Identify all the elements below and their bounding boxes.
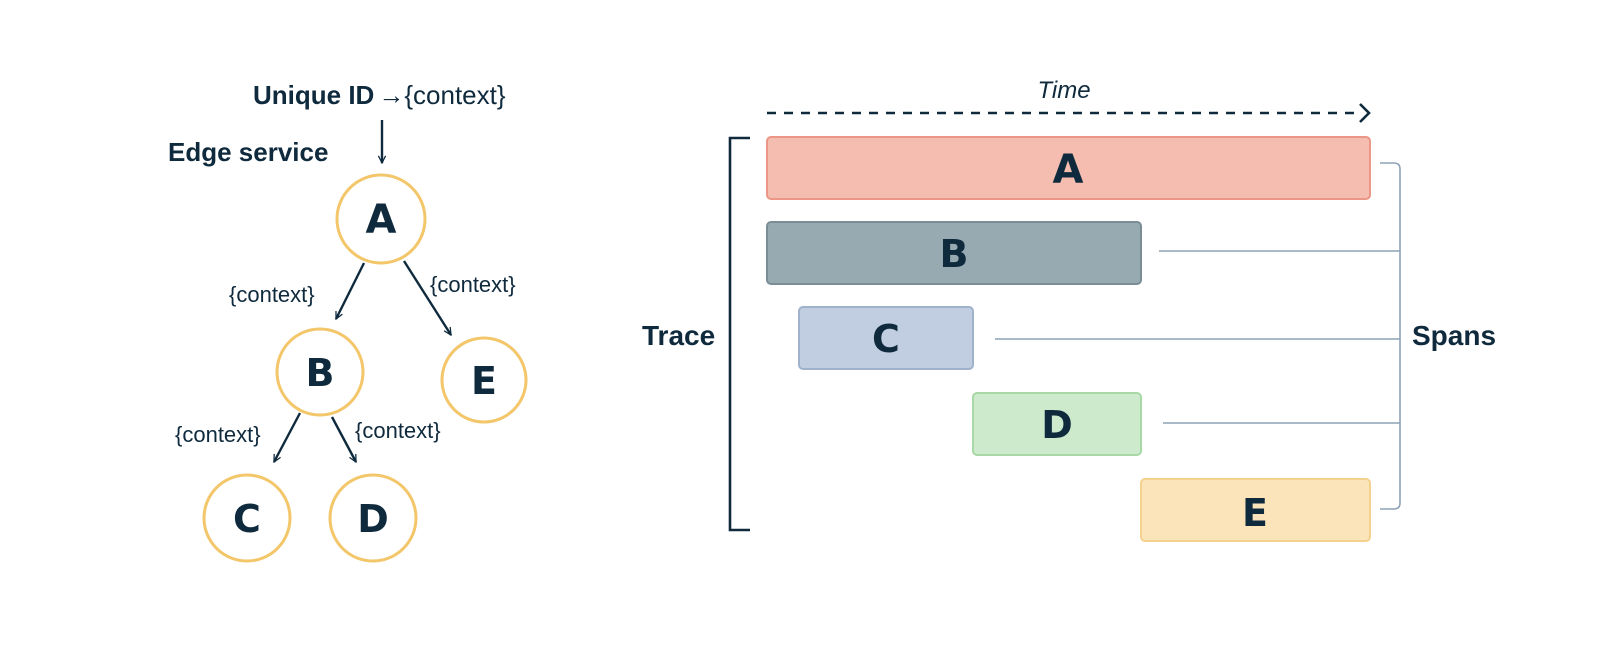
edge-label-b-c: {context} — [175, 422, 261, 447]
spans-bracket — [1380, 162, 1401, 510]
span-d: D — [972, 392, 1142, 456]
edge-a-b — [334, 262, 366, 319]
span-c-bar — [798, 306, 974, 370]
span-a: A — [766, 136, 1371, 200]
spans-label: Spans — [1412, 320, 1496, 351]
trace-label: Trace — [642, 320, 715, 351]
node-a-circle — [335, 173, 427, 265]
trace-timeline: Time Trace A B C D E — [642, 77, 1496, 542]
header-arrow: → — [378, 80, 404, 110]
span-c-label: C — [872, 317, 900, 361]
span-b-bar — [766, 221, 1142, 285]
node-d-circle — [328, 473, 418, 563]
time-axis-arrowhead-icon — [1359, 103, 1371, 123]
node-b-circle — [275, 327, 365, 417]
span-d-label: D — [1041, 403, 1073, 447]
node-c-label: C — [233, 497, 261, 541]
span-e-bar — [1140, 478, 1371, 542]
unique-id-header: Unique ID→{context} — [253, 80, 506, 110]
spans-connector — [995, 162, 1401, 510]
unique-id-label: Unique ID — [253, 80, 374, 110]
node-d: D — [328, 473, 418, 563]
edge-label-a-e: {context} — [430, 272, 516, 297]
edge-a-e — [402, 260, 453, 335]
span-d-bar — [972, 392, 1142, 456]
time-label: Time — [1037, 77, 1090, 104]
node-e-label: E — [471, 359, 497, 403]
span-e-label: E — [1242, 491, 1268, 535]
node-e: E — [440, 336, 528, 424]
node-e-circle — [440, 336, 528, 424]
trace-bracket — [728, 136, 750, 532]
node-a: A — [335, 173, 427, 265]
node-a-label: A — [366, 197, 397, 243]
edge-b-c — [272, 412, 302, 462]
span-a-bar — [766, 136, 1371, 200]
span-c: C — [798, 306, 974, 370]
edge-b-d — [330, 416, 358, 462]
node-c: C — [202, 473, 292, 563]
edge-label-a-b: {context} — [229, 282, 315, 307]
service-tree: Unique ID→{context} Edge service {contex… — [168, 80, 528, 563]
node-b-label: B — [306, 351, 335, 395]
node-b: B — [275, 327, 365, 417]
node-d-label: D — [357, 497, 389, 541]
edge-service-label: Edge service — [168, 137, 328, 167]
edge-label-b-d: {context} — [355, 418, 441, 443]
span-e: E — [1140, 478, 1371, 542]
span-a-label: A — [1053, 147, 1084, 193]
node-c-circle — [202, 473, 292, 563]
span-b-label: B — [940, 232, 969, 276]
header-context: {context} — [404, 80, 506, 110]
span-b: B — [766, 221, 1142, 285]
